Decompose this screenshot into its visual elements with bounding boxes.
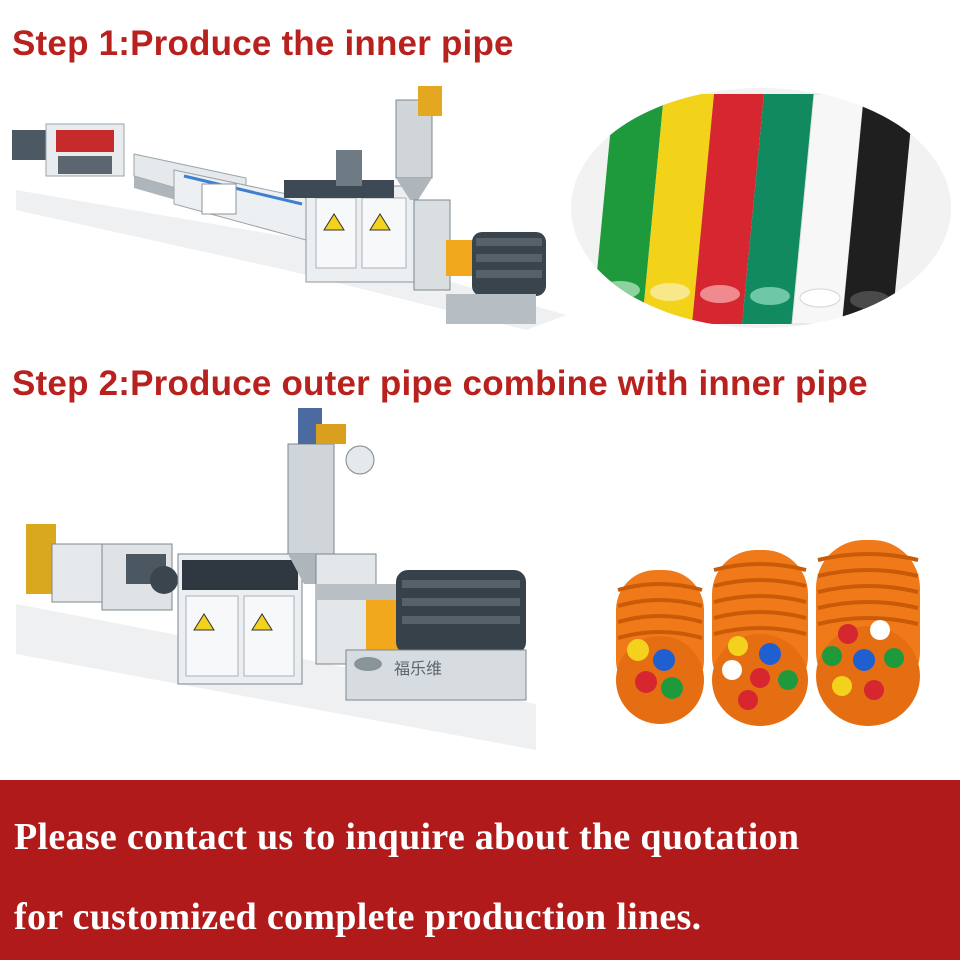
outer-pipe-production-line-image: 福乐维	[16, 404, 546, 750]
corrugated-outer-pipes-image	[598, 530, 946, 740]
contact-text-line-1: Please contact us to inquire about the q…	[14, 816, 800, 858]
colored-inner-pipes-image	[571, 88, 951, 328]
contact-banner	[0, 780, 960, 960]
inner-pipe-production-line-image	[6, 80, 566, 350]
machine-brand-text: 福乐维	[394, 659, 442, 678]
contact-text-line-2: for customized complete production lines…	[14, 896, 702, 938]
step-2-heading: Step 2:Produce outer pipe combine with i…	[12, 364, 868, 403]
step-1-heading: Step 1:Produce the inner pipe	[12, 24, 514, 63]
